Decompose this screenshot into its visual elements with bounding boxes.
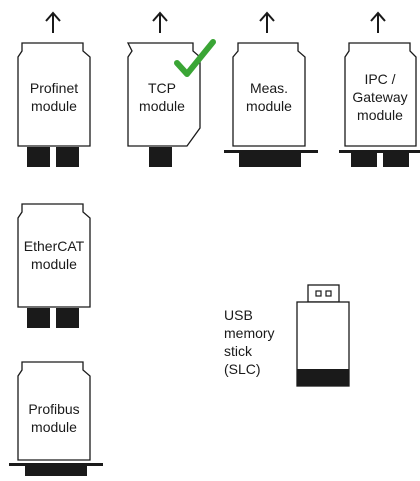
usb-cap (297, 369, 349, 386)
ethercat-module (17, 203, 91, 328)
tcp-module (126, 39, 216, 167)
connector (56, 147, 79, 167)
connector-rail (9, 463, 103, 466)
up-arrow-icon (370, 11, 386, 33)
ethercat-module-label: EtherCAT module (23, 238, 85, 272)
up-arrow-icon (152, 11, 168, 33)
connector (351, 153, 377, 167)
connector (27, 308, 50, 328)
up-arrow-icon (45, 11, 61, 33)
checkmark-icon (174, 39, 216, 77)
profinet-module (17, 42, 91, 167)
connector (25, 466, 87, 476)
tcp-module-label: TCP module (139, 80, 185, 114)
connector-rail (339, 150, 420, 153)
usb-memory-stick (296, 284, 350, 387)
ipc-gateway-module-label: IPC / Gateway module (352, 71, 408, 123)
ipc-gateway-module (339, 42, 420, 167)
connector (383, 153, 409, 167)
up-arrow-icon (259, 11, 275, 33)
profibus-module (9, 361, 103, 476)
usb-memory-stick-label: USB memory stick (SLC) (224, 307, 275, 377)
meas-module-label: Meas. module (246, 80, 292, 114)
usb-plug (307, 284, 340, 303)
connector (56, 308, 79, 328)
profibus-module-label: Profibus module (28, 401, 80, 435)
connector-rail (224, 150, 318, 153)
profinet-module-label: Profinet module (29, 80, 79, 114)
connector (239, 153, 301, 167)
meas-module (224, 42, 318, 167)
connector (27, 147, 50, 167)
connector (149, 147, 172, 167)
